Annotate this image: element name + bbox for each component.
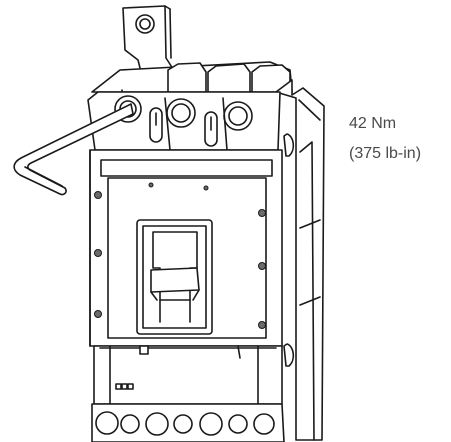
side-pin: [284, 134, 293, 156]
toggle-handle: [137, 220, 212, 334]
indicator-marks: [116, 384, 133, 389]
torque-metric-label: 42 Nm: [349, 115, 397, 132]
torque-callout: 42 Nm (375 lb-in): [349, 109, 421, 169]
torque-imperial-label: (375 lb-in): [349, 145, 422, 162]
right-side-panel: [276, 80, 324, 440]
hex-key-tool: [14, 104, 133, 195]
bottom-terminal-block: [92, 346, 284, 442]
